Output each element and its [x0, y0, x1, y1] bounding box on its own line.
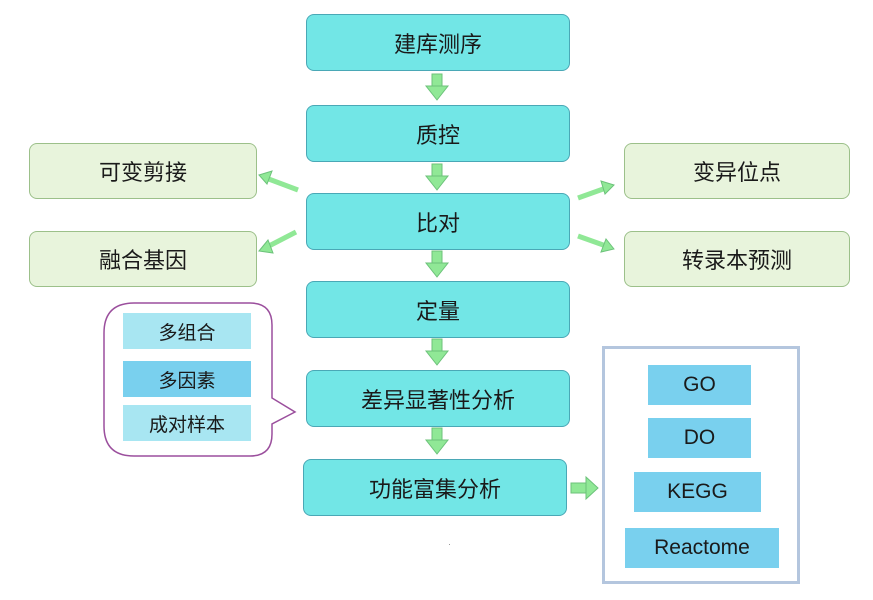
branch-variant-sites: 变异位点 — [624, 143, 850, 199]
arrow-qc-to-align — [424, 163, 450, 191]
step-enrichment-analysis-label: 功能富集分析 — [368, 477, 501, 503]
step-library-sequencing-label: 建库测序 — [393, 32, 482, 58]
step-library-sequencing: 建库测序 — [306, 14, 570, 71]
branch-transcript-prediction: 转录本预测 — [624, 231, 850, 287]
branch-transcript-prediction-label: 转录本预测 — [681, 249, 792, 274]
arrow-align-to-fusion — [258, 229, 298, 254]
db-go-label: GO — [683, 373, 716, 396]
arrow-align-to-quant — [424, 250, 450, 278]
diff-option-multi-group: 多组合 — [123, 313, 251, 349]
db-reactome: Reactome — [625, 528, 779, 568]
db-do: DO — [648, 418, 751, 458]
step-quality-control-label: 质控 — [415, 123, 460, 149]
diff-option-multi-factor: 多因素 — [123, 361, 251, 397]
arrow-enrich-to-dbs — [570, 475, 599, 501]
db-go: GO — [648, 365, 751, 405]
branch-fusion-gene: 融合基因 — [29, 231, 257, 287]
branch-fusion-gene-label: 融合基因 — [98, 249, 187, 274]
branch-alternative-splicing-label: 可变剪接 — [98, 161, 187, 186]
step-alignment: 比对 — [306, 193, 570, 250]
db-kegg-label: KEGG — [667, 480, 728, 503]
step-quality-control: 质控 — [306, 105, 570, 162]
arrow-quant-to-diff — [424, 338, 450, 366]
step-alignment-label: 比对 — [415, 211, 460, 237]
arrow-align-to-variant — [577, 180, 615, 201]
step-differential-analysis-label: 差异显著性分析 — [360, 388, 515, 414]
enrichment-db-container — [602, 346, 800, 584]
db-kegg: KEGG — [634, 472, 761, 512]
arrow-library-to-qc — [424, 73, 450, 101]
step-differential-analysis: 差异显著性分析 — [306, 370, 570, 427]
arrow-align-to-splice — [258, 170, 299, 193]
step-enrichment-analysis: 功能富集分析 — [303, 459, 567, 516]
db-reactome-label: Reactome — [654, 536, 750, 559]
diff-option-multi-factor-label: 多因素 — [158, 369, 216, 392]
stray-dot — [449, 544, 450, 545]
diff-option-paired-samples: 成对样本 — [123, 405, 251, 441]
diff-option-multi-group-label: 多组合 — [158, 321, 216, 344]
branch-variant-sites-label: 变异位点 — [692, 161, 781, 186]
step-quantification: 定量 — [306, 281, 570, 338]
step-quantification-label: 定量 — [415, 299, 460, 325]
arrow-align-to-transcript — [577, 233, 615, 253]
diff-option-paired-samples-label: 成对样本 — [148, 413, 225, 436]
arrow-diff-to-enrich — [424, 427, 450, 455]
branch-alternative-splicing: 可变剪接 — [29, 143, 257, 199]
db-do-label: DO — [683, 426, 716, 449]
